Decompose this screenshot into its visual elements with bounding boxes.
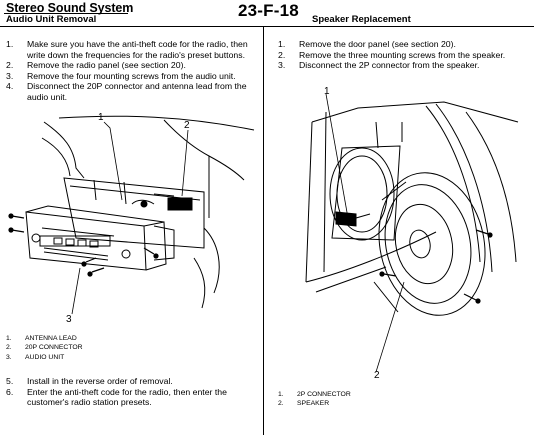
legend-text: ANTENNA LEAD — [25, 335, 77, 342]
legend-number: 2. — [6, 344, 12, 352]
callout-speaker: 2 — [374, 370, 380, 381]
audio-unit-illustration — [4, 108, 260, 330]
step-row: 2. Remove the radio panel (see section 20… — [6, 60, 260, 71]
legend-number: 3. — [6, 353, 12, 361]
step-number: 2. — [278, 49, 286, 60]
step-text: Disconnect the 2P connector from the spe… — [299, 60, 480, 71]
step-number: 3. — [278, 60, 286, 71]
speaker-parts-legend: 1. 2P CONNECTOR 2. SPEAKER — [278, 390, 351, 409]
right-subtitle: Speaker Replacement — [312, 14, 411, 25]
callout-antenna-lead: 1 — [98, 112, 104, 123]
legend-row: 1. 2P CONNECTOR — [278, 390, 351, 399]
step-row: 1. Make sure you have the anti-theft code… — [6, 39, 260, 60]
step-text: Remove the four mounting screws from the… — [27, 70, 236, 81]
section-title-underline — [4, 13, 128, 14]
audio-removal-steps: 1. Make sure you have the anti-theft code… — [6, 39, 260, 103]
step-number: 3. — [6, 70, 14, 81]
step-text: Remove the radio panel (see section 20). — [27, 60, 186, 71]
callout-20p-connector: 2 — [184, 120, 190, 131]
audio-parts-legend: 1. ANTENNA LEAD 2. 20P CONNECTOR 3. AUDIO U… — [6, 334, 83, 362]
legend-text: 2P CONNECTOR — [297, 391, 351, 398]
step-text: Remove the door panel (see section 20). — [299, 39, 456, 49]
step-text: Disconnect the 20P connector and antenna… — [27, 81, 247, 102]
speaker-steps: 1. Remove the door panel (see section 20)… — [278, 39, 528, 71]
step-number: 2. — [6, 60, 14, 71]
step-row: 3. Remove the four mounting screws from t… — [6, 71, 260, 82]
legend-number: 1. — [278, 391, 284, 398]
step-number: 6. — [6, 386, 14, 397]
legend-row: 2. 20P CONNECTOR — [6, 343, 83, 352]
header-divider — [0, 26, 534, 27]
step-text: Make sure you have the anti-theft code f… — [27, 39, 248, 60]
legend-number: 2. — [278, 400, 284, 408]
legend-text: SPEAKER — [297, 400, 330, 408]
step-number: 4. — [6, 81, 14, 92]
step-row: 4. Disconnect the 20P connector and anten… — [6, 81, 260, 102]
callout-audio-unit: 3 — [66, 314, 72, 325]
step-text: Enter the anti-theft code for the radio,… — [27, 386, 227, 408]
section-title: Stereo Sound System — [6, 1, 134, 15]
legend-row: 2. SPEAKER — [278, 399, 351, 408]
legend-text: 20P CONNECTOR — [25, 344, 83, 352]
step-row: 2. Remove the three mounting screws from … — [278, 50, 528, 61]
step-row: 1. Remove the door panel (see section 20)… — [278, 39, 528, 50]
left-subtitle: Audio Unit Removal — [6, 14, 97, 25]
step-row: 3. Disconnect the 2P connector from the s… — [278, 60, 528, 71]
page-code: 23-F-18 — [238, 1, 299, 20]
audio-install-steps: 5. Install in the reverse order of remova… — [6, 376, 260, 408]
legend-row: 3. AUDIO UNIT — [6, 353, 83, 362]
column-divider — [263, 26, 264, 435]
legend-number: 1. — [6, 335, 12, 342]
step-number: 1. — [6, 39, 14, 49]
step-number: 5. — [6, 376, 14, 386]
speaker-illustration — [266, 82, 532, 392]
legend-text: AUDIO UNIT — [25, 353, 65, 361]
step-row: 5. Install in the reverse order of remova… — [6, 376, 260, 387]
legend-row: 1. ANTENNA LEAD — [6, 334, 83, 343]
callout-2p-connector: 1 — [324, 86, 330, 97]
step-row: 6. Enter the anti-theft code for the radi… — [6, 387, 260, 408]
step-text: Install in the reverse order of removal. — [27, 376, 173, 386]
step-number: 1. — [278, 39, 286, 49]
step-text: Remove the three mounting screws from th… — [299, 49, 506, 60]
